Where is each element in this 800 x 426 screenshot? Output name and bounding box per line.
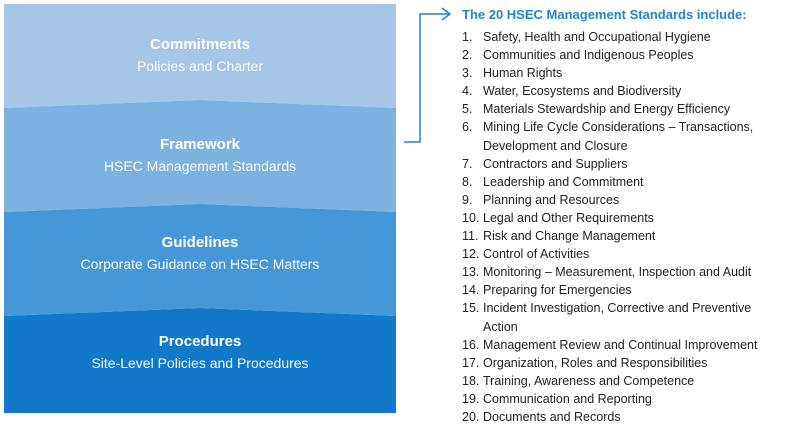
list-item: 5. Materials Stewardship and Energy Effic… — [462, 100, 788, 118]
list-item: 17.Organization, Roles and Responsibilit… — [462, 354, 788, 372]
item-text: Leadership and Commitment — [483, 174, 644, 189]
list-item: 20.Documents and Records — [462, 408, 788, 426]
item-text: Contractors and Suppliers — [483, 156, 628, 171]
list-item: 12.Control of Activities — [462, 245, 788, 263]
standards-list: 1. Safety, Health and Occupational Hygien… — [462, 28, 788, 426]
list-item: 8. Leadership and Commitment — [462, 173, 788, 191]
item-number: 13. — [462, 265, 480, 280]
item-text: Water, Ecosystems and Biodiversity — [483, 84, 682, 99]
list-item: 7. Contractors and Suppliers — [462, 155, 788, 173]
item-text: Legal and Other Requirements — [483, 210, 654, 225]
item-number: 9. — [462, 192, 473, 207]
item-number: 1. — [462, 30, 473, 44]
layer-subtitle: HSEC Management Standards — [103, 158, 297, 174]
layer-subtitle: Policies and Charter — [136, 58, 264, 74]
list-item: 1. Safety, Health and Occupational Hygien… — [462, 28, 788, 46]
item-number: 5. — [462, 102, 473, 117]
list-item: 15.Incident Investigation, Corrective an… — [462, 299, 788, 335]
list-item: 2. Communities and Indigenous Peoples — [462, 46, 788, 64]
layer-title: Commitments — [149, 36, 250, 53]
layer-title: Framework — [159, 136, 241, 153]
list-item: 14.Preparing for Emergencies — [462, 281, 788, 299]
procedures-layer-shape — [4, 308, 396, 413]
bracket-connector — [404, 13, 450, 143]
item-text: Communities and Indigenous Peoples — [483, 48, 694, 63]
item-number: 19. — [462, 391, 480, 406]
item-number: 12. — [462, 247, 480, 262]
list-item: 16.Management Review and Continual Impro… — [462, 336, 788, 354]
procedures-label: Procedures Site-Level Policies and Proce… — [4, 333, 396, 372]
item-text: Mining Life Cycle Considerations – Trans… — [483, 120, 754, 153]
commitments-label: Commitments Policies and Charter — [4, 36, 396, 75]
item-number: 3. — [462, 66, 473, 81]
item-text: Incident Investigation, Corrective and P… — [483, 301, 752, 334]
layer-title: Procedures — [158, 333, 242, 350]
standards-heading: The 20 HSEC Management Standards include… — [462, 7, 747, 22]
item-text: Safety, Health and Occupational Hygiene — [483, 30, 711, 44]
item-number: 11. — [462, 229, 479, 244]
item-text: Monitoring – Measurement, Inspection and… — [483, 265, 752, 280]
framework-layer-shape — [4, 100, 396, 212]
item-number: 15. — [462, 301, 480, 316]
item-number: 7. — [462, 156, 473, 171]
list-item: 4. Water, Ecosystems and Biodiversity — [462, 82, 788, 100]
item-number: 4. — [462, 84, 473, 99]
item-text: Documents and Records — [483, 409, 621, 424]
item-text: Materials Stewardship and Energy Efficie… — [483, 102, 731, 117]
item-number: 17. — [462, 355, 480, 370]
item-text: Planning and Resources — [483, 192, 620, 207]
list-item: 6. Mining Life Cycle Considerations – Tra… — [462, 118, 788, 154]
list-item: 10.Legal and Other Requirements — [462, 209, 788, 227]
item-number: 8. — [462, 174, 473, 189]
item-number: 20. — [462, 409, 480, 424]
item-number: 18. — [462, 373, 480, 388]
item-text: Control of Activities — [483, 247, 590, 262]
item-text: Preparing for Emergencies — [483, 283, 632, 298]
item-number: 16. — [462, 337, 480, 352]
item-number: 10. — [462, 210, 480, 225]
commitments-layer-shape — [4, 4, 396, 108]
item-text: Communication and Reporting — [483, 391, 652, 406]
item-text: Risk and Change Management — [483, 229, 656, 244]
item-number: 2. — [462, 48, 473, 63]
item-text: Human Rights — [483, 66, 563, 81]
arrow-chevron-icon — [441, 7, 452, 21]
item-number: 6. — [462, 120, 473, 135]
list-item: 3. Human Rights — [462, 64, 788, 82]
layer-subtitle: Site-Level Policies and Procedures — [91, 355, 309, 371]
layer-title: Guidelines — [161, 234, 239, 251]
guidelines-layer-shape — [4, 204, 396, 316]
layer-subtitle: Corporate Guidance on HSEC Matters — [80, 256, 320, 272]
framework-label: Framework HSEC Management Standards — [4, 136, 396, 175]
list-item: 13.Monitoring – Measurement, Inspection … — [462, 263, 788, 281]
item-text: Management Review and Continual Improvem… — [483, 337, 758, 352]
item-text: Training, Awareness and Competence — [483, 373, 695, 388]
guidelines-label: Guidelines Corporate Guidance on HSEC Ma… — [4, 234, 396, 273]
list-item: 11. Risk and Change Management — [462, 227, 788, 245]
item-number: 14. — [462, 283, 480, 298]
hierarchy-diagram — [4, 4, 452, 413]
list-item: 9. Planning and Resources — [462, 191, 788, 209]
item-text: Organization, Roles and Responsibilities — [483, 355, 708, 370]
list-item: 19.Communication and Reporting — [462, 390, 788, 408]
list-item: 18.Training, Awareness and Competence — [462, 372, 788, 390]
